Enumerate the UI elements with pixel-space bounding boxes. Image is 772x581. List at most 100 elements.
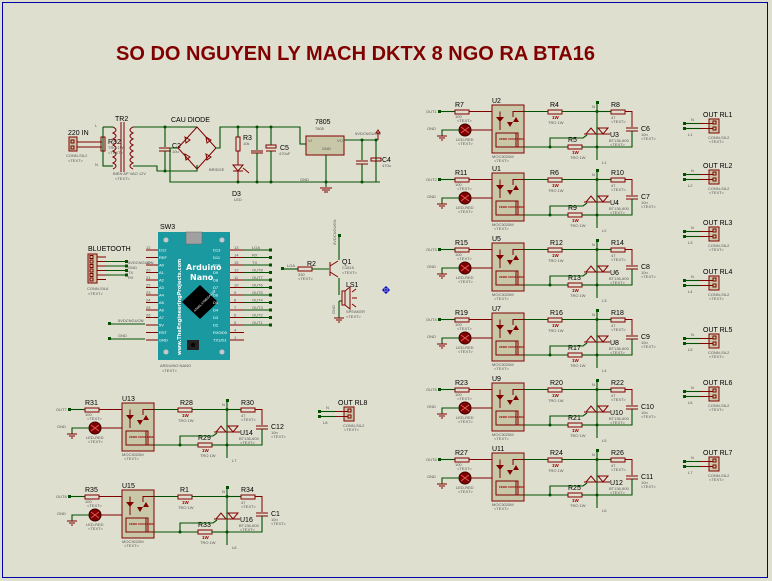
bt-net-terminal[interactable] [125, 264, 128, 268]
resistor-r4[interactable] [547, 109, 563, 115]
resistor-r33[interactable] [197, 529, 213, 535]
capacitor-c4[interactable] [370, 157, 382, 162]
resistor-r13[interactable] [567, 282, 583, 288]
triac-u6[interactable] [584, 265, 598, 273]
resistor-r26[interactable] [610, 457, 626, 463]
output-terminal-block[interactable] [708, 456, 720, 472]
optocoupler-u1[interactable] [491, 172, 525, 222]
output-terminal-block[interactable] [708, 169, 720, 185]
output-terminal-n[interactable] [683, 122, 686, 125]
channel-input-terminal[interactable] [438, 458, 441, 461]
triac-u4[interactable] [584, 195, 598, 203]
output-terminal-load[interactable] [683, 342, 686, 345]
output-terminal-n[interactable] [683, 460, 686, 463]
nano-net-terminal[interactable] [269, 301, 272, 304]
nano-net-terminal[interactable] [269, 256, 272, 259]
n-terminal[interactable] [596, 309, 599, 312]
n-terminal[interactable] [226, 486, 229, 489]
triac-u10[interactable] [584, 405, 598, 413]
optocoupler-u15[interactable] [121, 489, 155, 539]
led-d3[interactable] [231, 164, 245, 172]
resistor-r3[interactable] [235, 136, 241, 152]
output-terminal-load[interactable] [683, 127, 686, 130]
nano-net-terminal[interactable] [269, 308, 272, 312]
resistor-r17[interactable] [567, 352, 583, 358]
output-terminal-n[interactable] [683, 173, 686, 176]
resistor-r5[interactable] [567, 144, 583, 150]
nano-net-terminal[interactable] [269, 278, 272, 282]
capacitor-c5[interactable] [265, 144, 277, 149]
output-terminal-load[interactable] [683, 235, 686, 238]
channel-input-terminal[interactable] [438, 248, 441, 251]
nano-net-terminal[interactable] [269, 248, 272, 252]
optocoupler-u2[interactable] [491, 104, 525, 154]
output-terminal-n[interactable] [683, 279, 686, 282]
optocoupler-u5[interactable] [491, 242, 525, 292]
channel-input-terminal[interactable] [68, 408, 71, 411]
resistor-r1[interactable] [177, 494, 193, 500]
triac-u16[interactable] [214, 512, 228, 520]
output-terminal-load[interactable] [683, 284, 686, 287]
n-terminal[interactable] [596, 101, 599, 104]
bt-net-terminal[interactable] [125, 273, 128, 277]
resistor-r21[interactable] [567, 422, 583, 428]
output-terminal-load[interactable] [683, 178, 686, 181]
n-terminal[interactable] [596, 449, 599, 452]
resistor-r9[interactable] [567, 212, 583, 218]
channel-input-terminal[interactable] [438, 110, 441, 113]
triac-u3[interactable] [584, 127, 598, 135]
resistor-r14[interactable] [610, 247, 626, 253]
channel-input-terminal[interactable] [438, 178, 441, 181]
resistor-r20[interactable] [547, 387, 563, 393]
triac-u14[interactable] [214, 425, 228, 433]
resistor-r22[interactable] [610, 387, 626, 393]
resistor-r28[interactable] [177, 407, 193, 413]
resistor-r10[interactable] [610, 177, 626, 183]
optocoupler-u11[interactable] [491, 452, 525, 502]
channel-input-terminal[interactable] [68, 495, 71, 498]
nano-net-terminal[interactable] [269, 323, 272, 327]
resistor-r16[interactable] [547, 317, 563, 323]
transformer-tr2[interactable] [111, 122, 135, 172]
n-terminal[interactable] [596, 169, 599, 172]
resistor-r6[interactable] [547, 177, 563, 183]
output-terminal-load[interactable] [318, 415, 321, 418]
resistor-r25[interactable] [567, 492, 583, 498]
output-terminal-n[interactable] [683, 390, 686, 393]
resistor-r29[interactable] [197, 442, 213, 448]
output-terminal-block[interactable] [708, 333, 720, 349]
output-terminal-block[interactable] [708, 386, 720, 402]
output-terminal-n[interactable] [683, 230, 686, 233]
output-terminal-n[interactable] [683, 337, 686, 340]
output-terminal-n[interactable] [318, 410, 321, 413]
regulator-7805[interactable] [305, 135, 345, 156]
n-terminal[interactable] [596, 239, 599, 242]
output-terminal-load[interactable] [683, 395, 686, 398]
resistor-r24[interactable] [547, 457, 563, 463]
channel-input-terminal[interactable] [438, 388, 441, 391]
nano-net-terminal[interactable] [269, 316, 272, 319]
power-input-connector[interactable] [68, 136, 78, 152]
nano-net-terminal[interactable] [269, 271, 272, 274]
output-terminal-block[interactable] [708, 275, 720, 291]
resistor-r34[interactable] [240, 494, 256, 500]
optocoupler-u9[interactable] [491, 382, 525, 432]
bt-net-terminal[interactable] [125, 260, 128, 263]
channel-input-terminal[interactable] [438, 318, 441, 321]
output-terminal-block[interactable] [708, 118, 720, 134]
resistor-r18[interactable] [610, 317, 626, 323]
resistor-r30[interactable] [240, 407, 256, 413]
triac-u12[interactable] [584, 475, 598, 483]
resistor-r8[interactable] [610, 109, 626, 115]
output-terminal-block[interactable] [708, 226, 720, 242]
optocoupler-u7[interactable] [491, 312, 525, 362]
bt-net-terminal[interactable] [125, 269, 128, 272]
diode-bridge[interactable] [177, 126, 217, 170]
n-terminal[interactable] [226, 399, 229, 402]
output-terminal-block[interactable] [343, 406, 355, 422]
optocoupler-u13[interactable] [121, 402, 155, 452]
output-terminal-load[interactable] [683, 465, 686, 468]
n-terminal[interactable] [596, 379, 599, 382]
resistor-r12[interactable] [547, 247, 563, 253]
triac-u8[interactable] [584, 335, 598, 343]
